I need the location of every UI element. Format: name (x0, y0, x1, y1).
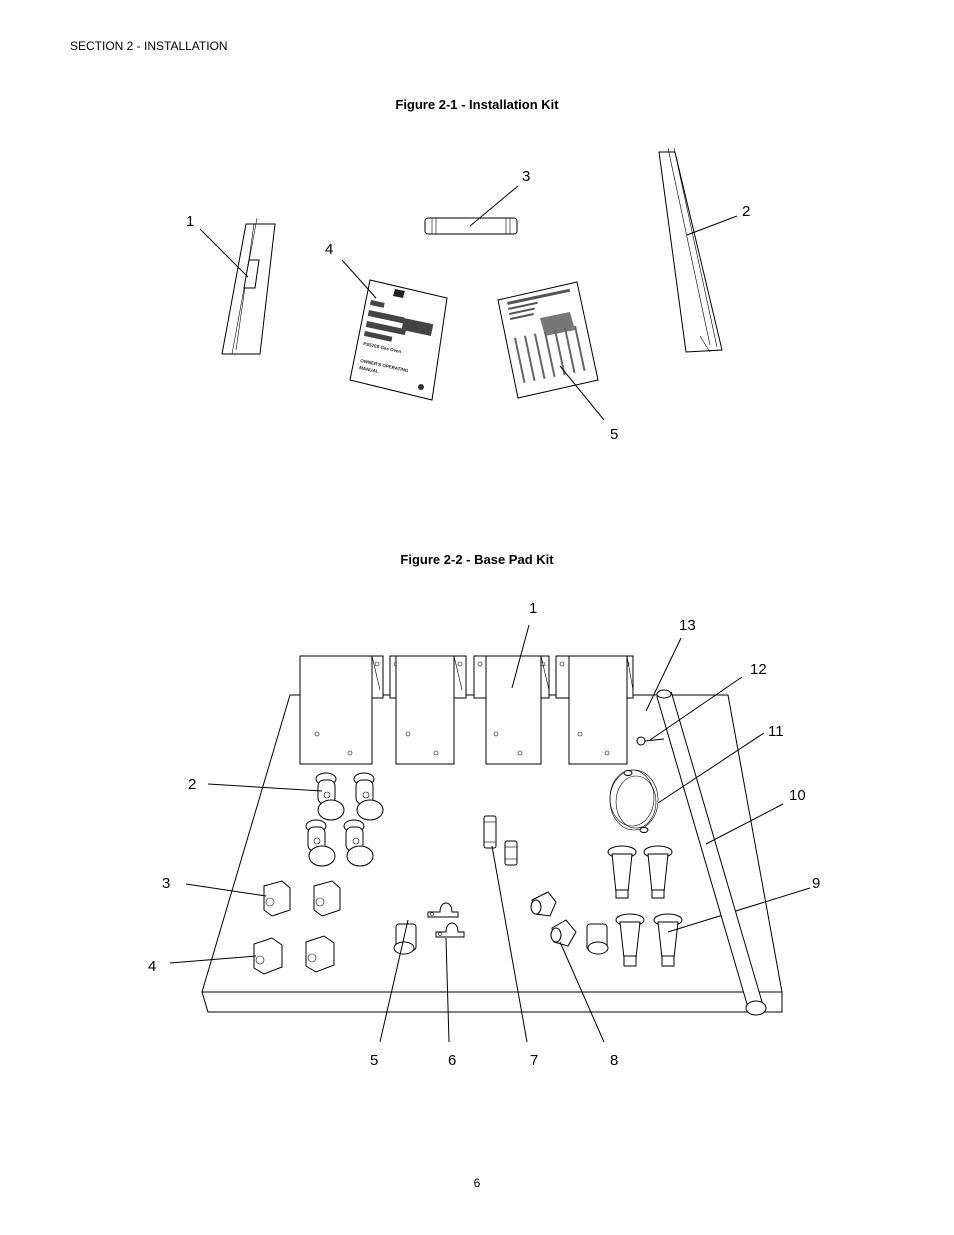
figure-1-title: Figure 2-1 - Installation Kit (395, 97, 559, 112)
flex-gas-hose-icon (393, 771, 609, 955)
callout-f2-4: 4 (148, 958, 156, 975)
callout-f2-7: 7 (530, 1052, 538, 1069)
callout-leader-f2-4 (169, 955, 257, 964)
callout-f2-9: 9 (812, 875, 820, 892)
callout-leader-f2-11 (657, 732, 765, 804)
callout-leader-f1-5 (559, 365, 605, 421)
section-header: SECTION 2 - INSTALLATION (70, 39, 228, 53)
caster-icon (315, 772, 345, 821)
callout-leader-f1-3 (469, 185, 519, 227)
adjustable-foot-icon (615, 913, 645, 967)
elbow-fitting-icon (530, 891, 577, 947)
callout-leader-f2-7 (491, 845, 528, 1043)
gas-pipe-icon (656, 689, 767, 1016)
callout-leader-f2-9 (667, 887, 811, 933)
caster-icon (343, 819, 374, 867)
callout-f1-3: 3 (522, 168, 530, 185)
callout-f2-3: 3 (162, 875, 170, 892)
callout-leader-f2-3 (185, 883, 267, 897)
callout-f2-6: 6 (448, 1052, 456, 1069)
callout-leader-f2-8 (559, 941, 605, 1043)
callout-leader-f2-5 (379, 919, 409, 1043)
callout-leader-f1-4 (341, 259, 377, 299)
leg-bracket-icon (473, 655, 550, 765)
pipe-nipple-icon (424, 217, 518, 235)
callout-f2-1: 1 (529, 600, 537, 617)
callout-leader-f2-13 (645, 637, 682, 712)
pipe-nipple-icon (483, 815, 518, 866)
callout-f2-10: 10 (789, 787, 806, 804)
callout-f2-13: 13 (679, 617, 696, 634)
caster-mount-icon (305, 935, 335, 973)
caster-icon (305, 819, 336, 867)
leg-bracket-icon (389, 655, 467, 765)
callout-leader-f1-2 (686, 215, 738, 236)
service-map-sheet-icon (497, 281, 599, 399)
figure-2-title: Figure 2-2 - Base Pad Kit (400, 552, 554, 567)
seismic-bracket-icon (221, 217, 276, 355)
adjustable-foot-icon (643, 845, 673, 899)
callout-f1-1: 1 (186, 213, 194, 230)
callout-f1-4: 4 (325, 241, 333, 258)
callout-f2-12: 12 (750, 661, 767, 678)
eye-bolt-icon (636, 736, 665, 746)
leg-bracket-icon (555, 655, 634, 765)
manual-line-3: MANUAL (359, 365, 379, 374)
figure-2-illustration: 1 2 3 (148, 600, 820, 1069)
callout-f2-2: 2 (188, 776, 196, 793)
pipe-clamp-icon (427, 902, 465, 938)
callout-f2-8: 8 (610, 1052, 618, 1069)
caster-mount-icon (313, 880, 341, 917)
leg-bracket-icon (299, 655, 384, 765)
callout-leader-f1-1 (199, 228, 249, 278)
callout-f1-5: 5 (610, 426, 618, 443)
callout-leader-f2-2 (207, 783, 323, 792)
callout-leader-f2-10 (705, 803, 784, 845)
restraint-cable-icon (609, 769, 659, 833)
callout-leader-f2-12 (649, 676, 743, 741)
callout-f2-11: 11 (768, 723, 784, 740)
caster-icon (353, 772, 384, 821)
owners-manual-icon: PS570S Gas Oven OWNER'S OPERATING MANUAL (349, 279, 448, 401)
adjustable-foot-icon (653, 913, 683, 967)
callout-leader-f2-6 (445, 937, 450, 1043)
figure-1-illustration: 1 2 3 PS570S Gas Oven OWNER'S OPERATING … (186, 147, 750, 443)
page-number: 6 (473, 1176, 481, 1190)
callout-leader-f2-1 (511, 624, 530, 689)
channel-strip-icon (658, 147, 723, 353)
callout-f1-2: 2 (742, 203, 750, 220)
caster-mount-icon (263, 880, 291, 917)
caster-mount-icon (253, 937, 283, 975)
adjustable-foot-icon (607, 845, 637, 899)
callout-f2-5: 5 (370, 1052, 378, 1069)
